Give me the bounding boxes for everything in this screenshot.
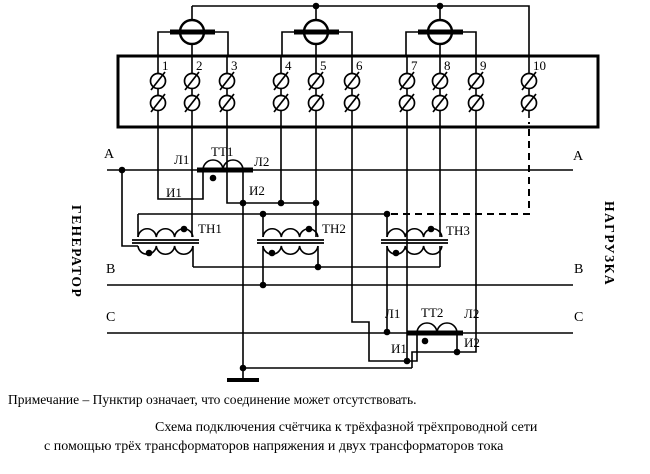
terminal-box <box>116 54 600 129</box>
junction-dot <box>312 2 320 10</box>
voltage-transformer-2 <box>257 214 324 285</box>
ct2-i2-label: И2 <box>464 335 480 350</box>
optional-link-dashed <box>391 122 530 215</box>
ct1-l1-label: Л1 <box>174 152 189 167</box>
terminal-number: 6 <box>356 58 363 73</box>
junction-dots <box>118 166 461 372</box>
ct1-i2-label: И2 <box>249 183 265 198</box>
terminal-screws <box>149 71 538 113</box>
top-voltage-bus <box>192 5 530 56</box>
caption-line-2: с помощью трёх трансформаторов напряжени… <box>44 439 504 454</box>
phase-b-left-label: В <box>106 262 115 277</box>
vt1-label: ТН1 <box>198 221 222 236</box>
ct1-secondary-bus <box>226 127 317 237</box>
voltage-transformer-1 <box>121 170 199 267</box>
ct1-l2-label: Л2 <box>254 154 269 169</box>
junction-dot <box>436 2 444 10</box>
current-transformer-2 <box>351 127 477 368</box>
ground-connection <box>227 367 412 382</box>
terminal-number: 3 <box>231 58 238 73</box>
phase-c-right-label: С <box>574 310 583 325</box>
terminal-number: 5 <box>320 58 327 73</box>
vt3-label: ТН3 <box>446 223 470 238</box>
ct2-l1-label: Л1 <box>385 306 400 321</box>
caption-line-1: Схема подключения счётчика к трёхфазной … <box>155 420 538 435</box>
terminal-number: 7 <box>411 58 418 73</box>
terminal-number: 1 <box>162 58 169 73</box>
meter-element-3 <box>405 6 477 56</box>
terminal-leads <box>157 56 530 127</box>
terminal-number: 9 <box>480 58 487 73</box>
ct1-label: ТТ1 <box>211 144 233 159</box>
phase-a-left-label: А <box>104 147 115 162</box>
meter-element-1 <box>157 6 229 56</box>
ct1-i1-label: И1 <box>166 185 182 200</box>
ct2-l2-label: Л2 <box>464 306 479 321</box>
note-text: Примечание – Пунктир означает, что соеди… <box>8 392 416 407</box>
terminal-numbers: 1 2 3 4 5 6 7 8 9 10 <box>162 58 546 73</box>
phase-c-left-label: С <box>106 310 115 325</box>
voltage-transformer-3 <box>381 214 448 332</box>
vt2-label: ТН2 <box>322 221 346 236</box>
current-transformer-1 <box>157 127 253 368</box>
generator-label: ГЕНЕРАТОР <box>69 205 84 298</box>
terminal-number: 10 <box>533 58 546 73</box>
meter-element-2 <box>281 6 353 56</box>
terminal-number: 4 <box>285 58 292 73</box>
phase-b-right-label: В <box>574 262 583 277</box>
terminal-number: 2 <box>196 58 203 73</box>
phase-a-right-label: А <box>573 149 584 164</box>
ct2-i1-label: И1 <box>391 341 407 356</box>
ct2-label: ТТ2 <box>421 305 443 320</box>
load-label: НАГРУЗКА <box>602 201 617 286</box>
terminal-number: 8 <box>444 58 451 73</box>
